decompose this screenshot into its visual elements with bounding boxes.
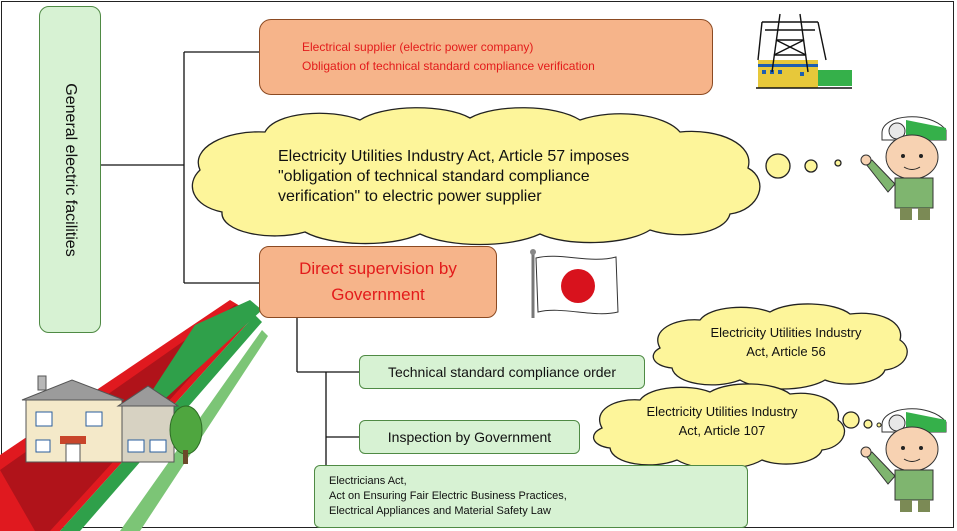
house-icon: [21, 375, 203, 464]
power-plant-icon: [756, 13, 852, 89]
electrical-supplier-box: Electrical supplier (electric power comp…: [259, 19, 713, 95]
tree-connectors: [101, 51, 359, 470]
acts-line-3: Electrical Appliances and Material Safet…: [329, 505, 551, 517]
government-supervision-box: Direct supervision by Government: [259, 246, 497, 318]
article107-line-2: Act, Article 107: [678, 423, 766, 438]
article107-line-1: Electricity Utilities Industry: [646, 404, 798, 419]
government-line-1: Direct supervision by: [299, 259, 457, 278]
article56-cloud-shape: [652, 303, 908, 390]
article56-line-2: Act, Article 56: [746, 344, 826, 359]
inspection-label: Inspection by Government: [387, 429, 552, 445]
article107-cloud-text: Electricity Utilities Industry Act, Arti…: [606, 402, 838, 440]
japan-flag-icon: [530, 249, 619, 318]
supplier-obligation: Obligation of technical standard complia…: [302, 59, 595, 73]
article57-cloud-text: Electricity Utilities Industry Act, Arti…: [278, 147, 698, 207]
acts-line-1: Electricians Act,: [329, 475, 407, 487]
article57-line-3: verification" to electric power supplier: [278, 188, 542, 205]
acts-line-2: Act on Ensuring Fair Electric Business P…: [329, 490, 567, 502]
side-label-text: General electric facilities: [62, 82, 79, 257]
article56-cloud-text: Electricity Utilities Industry Act, Arti…: [664, 323, 908, 361]
article56-line-1: Electricity Utilities Industry: [710, 325, 862, 340]
compliance-order-label: Technical standard compliance order: [387, 364, 616, 380]
engineer-icon: [860, 408, 947, 512]
compliance-order-box: Technical standard compliance order: [359, 355, 645, 389]
article107-cloud-shape: [592, 383, 882, 470]
related-acts-box: Electricians Act, Act on Ensuring Fair E…: [314, 465, 748, 528]
inspection-box: Inspection by Government: [359, 420, 580, 454]
article57-line-1: Electricity Utilities Industry Act, Arti…: [278, 148, 630, 165]
government-line-2: Government: [331, 285, 425, 304]
engineer-icon: [860, 116, 947, 220]
article57-cloud-shape: [191, 107, 842, 246]
general-electric-facilities-label: General electric facilities: [39, 6, 101, 333]
supplier-title: Electrical supplier (electric power comp…: [302, 40, 534, 54]
article57-line-2: "obligation of technical standard compli…: [278, 168, 590, 185]
